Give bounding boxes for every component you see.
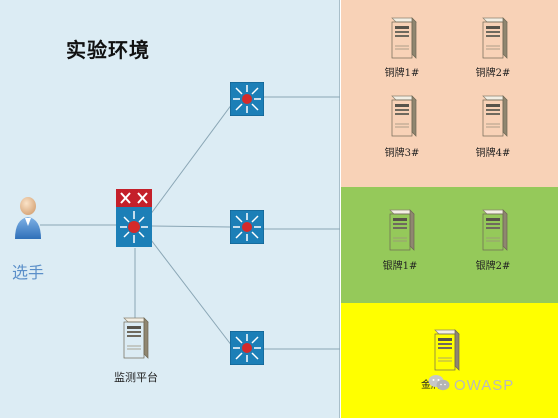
bronze-server-4-icon — [477, 94, 509, 138]
user-icon — [12, 195, 44, 241]
gold-server-icon — [429, 328, 461, 372]
player-label: 选手 — [12, 263, 45, 282]
core-switch-icon — [116, 189, 152, 247]
watermark-text: OWASP — [454, 376, 515, 394]
silver-server-1-icon — [384, 208, 416, 252]
silver-server-2-icon — [477, 208, 509, 252]
bronze-server-1-icon — [386, 16, 418, 60]
bronze-server-3-icon — [386, 94, 418, 138]
switch-icon — [230, 210, 264, 244]
silver-server-2-label: 银牌2# — [475, 261, 511, 272]
wechat-icon — [428, 374, 450, 396]
bronze-server-1-label: 铜牌1# — [384, 68, 420, 79]
switch-icon — [230, 82, 264, 116]
bronze-zone — [341, 0, 558, 187]
gold-zone — [341, 303, 558, 418]
link-core-switch-1 — [149, 103, 233, 216]
lab-environment-panel — [0, 0, 340, 418]
link-core-switch-2 — [151, 225, 231, 228]
bronze-server-4-label: 铜牌4# — [475, 148, 511, 159]
link-core-switch-3 — [147, 235, 233, 347]
bronze-server-2-icon — [477, 16, 509, 60]
gold-server-label: 金牌 — [421, 380, 441, 391]
monitor-label: 监测平台 — [114, 371, 158, 384]
switch-icon — [230, 331, 264, 365]
monitor-server-icon — [118, 316, 150, 360]
page-title: 实验环境 — [66, 38, 150, 62]
bronze-server-2-label: 铜牌2# — [475, 68, 511, 79]
watermark: OWASP — [428, 374, 514, 396]
silver-zone — [341, 187, 558, 303]
bronze-server-3-label: 铜牌3# — [384, 148, 420, 159]
silver-server-1-label: 银牌1# — [382, 261, 418, 272]
